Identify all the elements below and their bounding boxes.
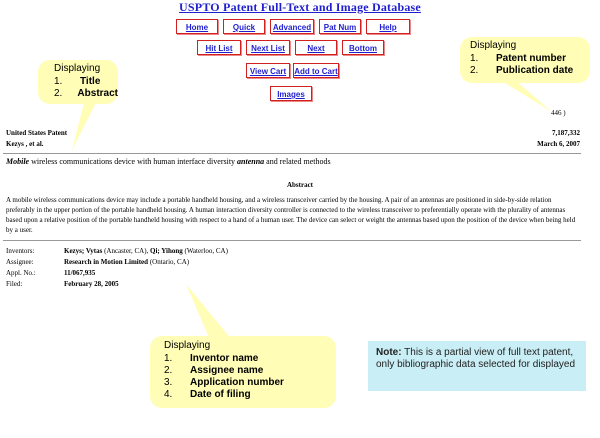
callout-item: 4.Date of filing (164, 389, 251, 400)
filed-value: February 28, 2005 (64, 280, 119, 288)
add-to-cart-button[interactable]: Add to Cart (293, 63, 339, 78)
divider (3, 240, 581, 241)
callout-heading: Displaying (470, 40, 517, 51)
quick-button[interactable]: Quick (223, 19, 265, 34)
callout-item: 2.Publication date (470, 65, 574, 76)
callout-list: 1.Title 2.Abstract (54, 76, 118, 100)
hit-list-button[interactable]: Hit List (197, 40, 241, 55)
patent-inventor-short: Kezys , et al. (6, 140, 44, 148)
callout-list: 1.Patent number 2.Publication date (470, 53, 590, 77)
abstract-heading: Abstract (286, 181, 314, 189)
advanced-button[interactable]: Advanced (270, 19, 314, 34)
next-list-button[interactable]: Next List (246, 40, 290, 55)
patent-number: 7,187,332 (552, 129, 580, 137)
view-cart-button[interactable]: View Cart (246, 63, 290, 78)
callout-item: 3.Application number (164, 377, 284, 388)
appl-no-value: 11/067,935 (64, 269, 96, 277)
callout-bibliographic: Displaying 1.Inventor name 2.Assignee na… (150, 336, 336, 408)
bibliographic-labels: Inventors: Assignee: Appl. No.: Filed: (6, 247, 36, 288)
callout-heading: Displaying (164, 340, 211, 351)
page-counter: 446 ) (551, 109, 566, 117)
callout-item: 2.Assignee name (164, 365, 264, 376)
inventors-value: Kezys; Vytas (Ancaster, CA), Qi; Yihong … (64, 247, 228, 255)
callout-item: 1.Inventor name (164, 353, 259, 364)
note-box: Note: This is a partial view of full tex… (368, 341, 586, 391)
callout-heading: Displaying (54, 63, 101, 74)
callout-item: 1.Patent number (470, 53, 567, 64)
callout-list: 1.Inventor name 2.Assignee name 3.Applic… (164, 353, 336, 401)
page-title[interactable]: USPTO Patent Full-Text and Image Databas… (179, 0, 421, 14)
callout-item: 2.Abstract (54, 88, 118, 99)
top-left-pointer (72, 95, 100, 150)
callout-number-date: Displaying 1.Patent number 2.Publication… (460, 37, 590, 83)
patent-title: Mobile wireless communications device wi… (6, 157, 331, 166)
bibliographic-values: Kezys; Vytas (Ancaster, CA), Qi; Yihong … (64, 246, 228, 290)
note-text: This is a partial view of full text pate… (376, 347, 576, 370)
bottom-button[interactable]: Bottom (342, 40, 384, 55)
pat-num-button[interactable]: Pat Num (319, 19, 361, 34)
home-button[interactable]: Home (176, 19, 218, 34)
help-button[interactable]: Help (366, 19, 410, 34)
note-label: Note: (376, 347, 402, 358)
patent-date: March 6, 2007 (537, 140, 580, 148)
next-button[interactable]: Next (295, 40, 337, 55)
bottom-pointer (186, 284, 232, 340)
top-right-pointer (500, 80, 552, 112)
abstract-text: A mobile wireless communications device … (6, 196, 576, 234)
callout-title-abstract: Displaying 1.Title 2.Abstract (38, 60, 118, 104)
assignee-value: Research in Motion Limited (Ontario, CA) (64, 258, 190, 266)
divider (3, 153, 581, 154)
images-button[interactable]: Images (270, 86, 312, 101)
patent-country: United States Patent (6, 129, 68, 137)
callout-item: 1.Title (54, 76, 101, 87)
